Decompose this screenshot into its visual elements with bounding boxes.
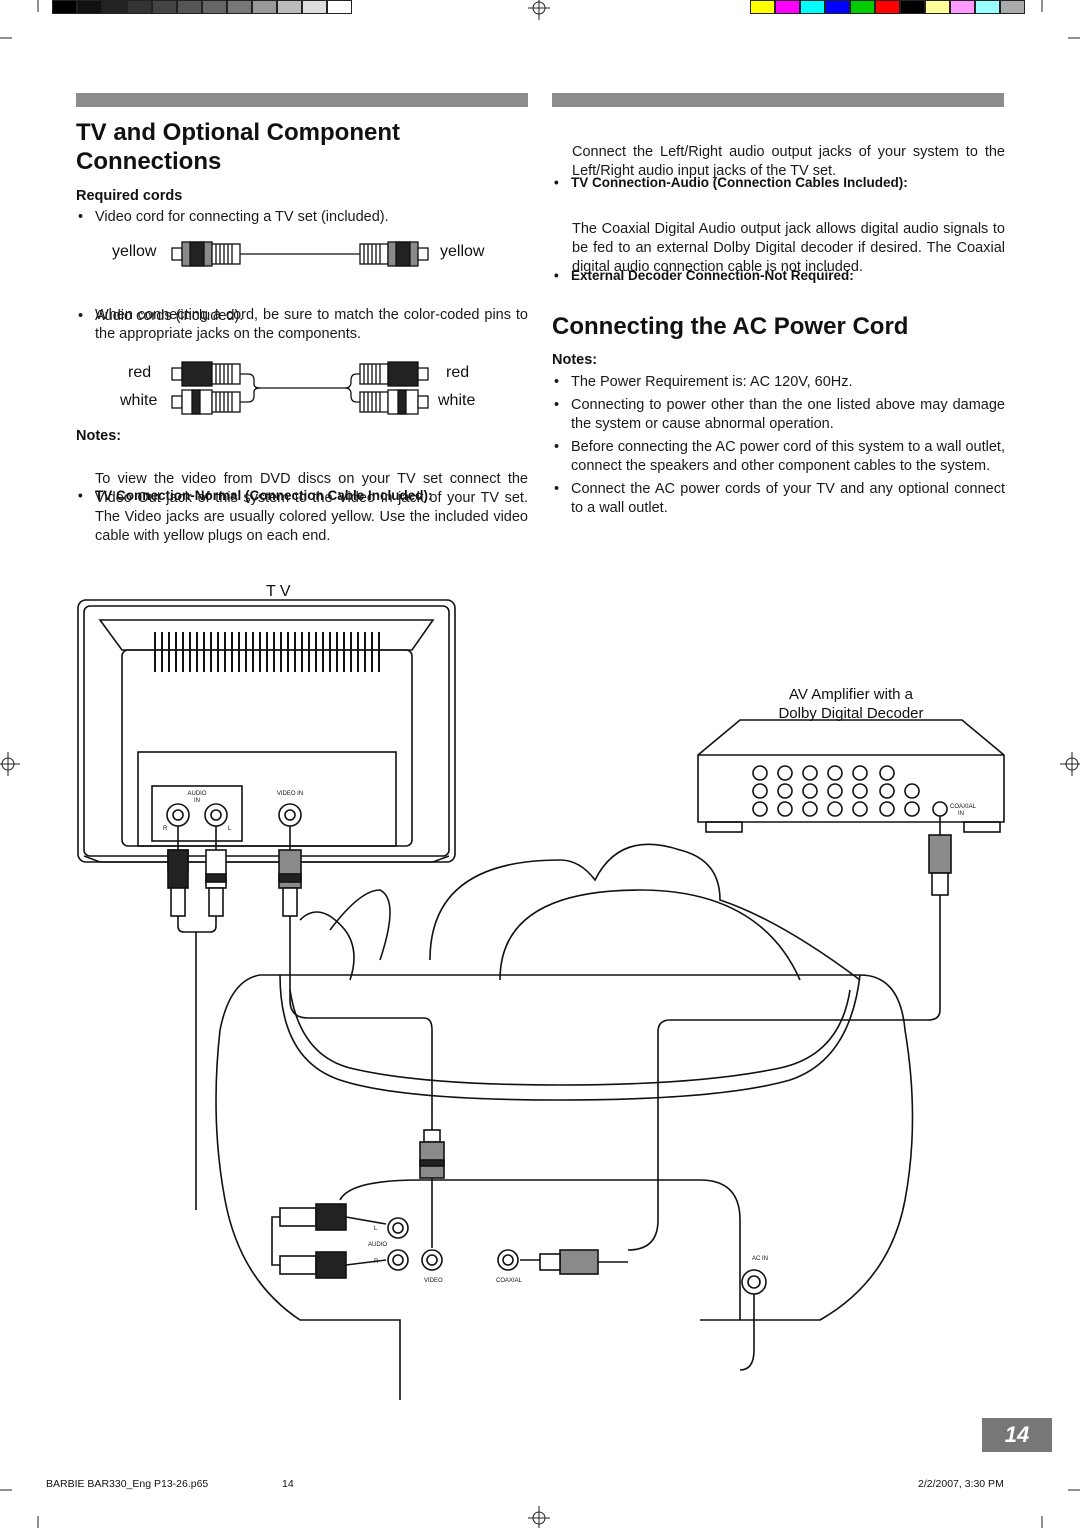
color-swatch [775, 0, 800, 14]
ac-note-text: The Power Requirement is: AC 120V, 60Hz. [571, 374, 853, 390]
footer-page: 14 [282, 1478, 294, 1490]
unit-ac-in-label: AC IN [752, 1256, 768, 1262]
unit-video-label: VIDEO [424, 1278, 443, 1284]
unit-plugs [271, 1110, 628, 1279]
ac-power-title: Connecting the AC Power Cord [552, 313, 909, 340]
tv-audio-heading-text: TV Connection-Audio (Connection Cables I… [571, 175, 908, 190]
color-swatch [1000, 0, 1025, 14]
gray-swatch [152, 0, 177, 14]
gray-swatch [202, 0, 227, 14]
color-swatch [875, 0, 900, 14]
gray-swatch [77, 0, 102, 14]
section-rule-right [552, 93, 1004, 107]
color-swatch [825, 0, 850, 14]
gray-swatch [327, 0, 352, 14]
barbie-unit [215, 843, 914, 1400]
tv-normal-heading-text: TV Connection-Normal (Connection Cable I… [95, 488, 433, 503]
tv-normal-text: To view the video from DVD discs on your… [95, 471, 528, 544]
section-rule-left [76, 93, 528, 107]
audio-cords-text: Audio cords (included). [95, 308, 244, 324]
amp-in-label: IN [958, 811, 964, 817]
ac-note-text: Before connecting the AC power cord of t… [571, 439, 1005, 474]
gray-swatch [252, 0, 277, 14]
ac-note-item: •Connect the AC power cords of your TV a… [554, 481, 1005, 516]
tv-label: T V [266, 583, 291, 600]
color-swatch [900, 0, 925, 14]
gray-swatch [227, 0, 252, 14]
amp-coaxial-label: COAXIAL [950, 804, 977, 810]
video-cord-text: Video cord for connecting a TV set (incl… [95, 209, 389, 225]
yellow-label-right: yellow [440, 243, 485, 260]
ac-note-item: •The Power Requirement is: AC 120V, 60Hz… [554, 374, 853, 390]
ext-decoder-heading-text: External Decoder Connection-Not Required… [571, 268, 854, 283]
color-swatch [950, 0, 975, 14]
unit-audio-label: AUDIO [368, 1242, 387, 1248]
red-label-right: red [446, 364, 470, 381]
audio-cords-note: When connecting a cord, be sure to match… [95, 307, 528, 342]
tv-r-label: R [163, 826, 168, 832]
gray-swatch [302, 0, 327, 14]
tv-audio-label: AUDIO [187, 791, 206, 797]
gray-swatch [102, 0, 127, 14]
ac-note-item: •Connecting to power other than the one … [554, 397, 1005, 432]
white-label-left: white [120, 392, 158, 409]
ext-decoder-heading: •External Decoder Connection-Not Require… [554, 268, 854, 283]
tv-plugs [167, 826, 433, 1210]
ac-note-text: Connecting to power other than the one l… [571, 397, 1005, 432]
ext-decoder-text: The Coaxial Digital Audio output jack al… [572, 221, 1005, 275]
title-line-1: TV and Optional Component [76, 119, 400, 146]
tv-in-label: IN [194, 798, 200, 804]
color-swatch [975, 0, 1000, 14]
red-white-audio-cords [171, 361, 429, 415]
gray-swatch [177, 0, 202, 14]
page-title: TV and Optional Component Connections [76, 118, 528, 176]
unit-r-label: R [374, 1259, 379, 1265]
color-swatch [800, 0, 825, 14]
title-line-2: Connections [76, 148, 222, 175]
footer-date: 2/2/2007, 3:30 PM [918, 1478, 1004, 1490]
color-swatch [750, 0, 775, 14]
footer-file: BARBIE BAR330_Eng P13-26.p65 [46, 1478, 209, 1490]
tv-illustration [77, 599, 456, 863]
tv-l-label: L [228, 826, 232, 832]
yellow-video-cord [171, 241, 429, 267]
page-number-badge: 14 [982, 1418, 1052, 1452]
red-label-left: red [128, 364, 152, 381]
color-swatch [925, 0, 950, 14]
video-cord-item: •Video cord for connecting a TV set (inc… [78, 209, 389, 225]
white-label-right: white [438, 392, 476, 409]
yellow-label-left: yellow [112, 243, 157, 260]
connection-diagram: T V AV Amplifier with a Dolby Digital De… [77, 583, 1005, 1400]
gray-swatch [52, 0, 77, 14]
tv-audio-heading: •TV Connection-Audio (Connection Cables … [554, 175, 908, 190]
amp-label-2: Dolby Digital Decoder [778, 705, 923, 722]
gray-swatch [277, 0, 302, 14]
tv-video-in-label: VIDEO IN [277, 791, 303, 797]
tv-audio-text: Connect the Left/Right audio output jack… [572, 144, 1005, 179]
unit-l-label: L [374, 1226, 378, 1232]
ac-note-item: •Before connecting the AC power cord of … [554, 439, 1005, 474]
required-cords-heading: Required cords [76, 188, 183, 204]
amp-label-1: AV Amplifier with a [789, 686, 914, 703]
tv-normal-heading: •TV Connection-Normal (Connection Cable … [78, 488, 433, 503]
notes-heading-right: Notes: [552, 352, 598, 368]
ac-notes-list: •The Power Requirement is: AC 120V, 60Hz… [554, 373, 1005, 518]
unit-coaxial-label: COAXIAL [496, 1278, 523, 1284]
audio-cords-item: •Audio cords (included). [78, 308, 244, 324]
gray-swatch [127, 0, 152, 14]
color-swatch [850, 0, 875, 14]
ac-note-text: Connect the AC power cords of your TV an… [571, 481, 1005, 516]
notes-heading-left: Notes: [76, 428, 122, 444]
av-amplifier [627, 719, 1005, 1251]
left-column: TV and Optional Component Connections [76, 118, 528, 176]
